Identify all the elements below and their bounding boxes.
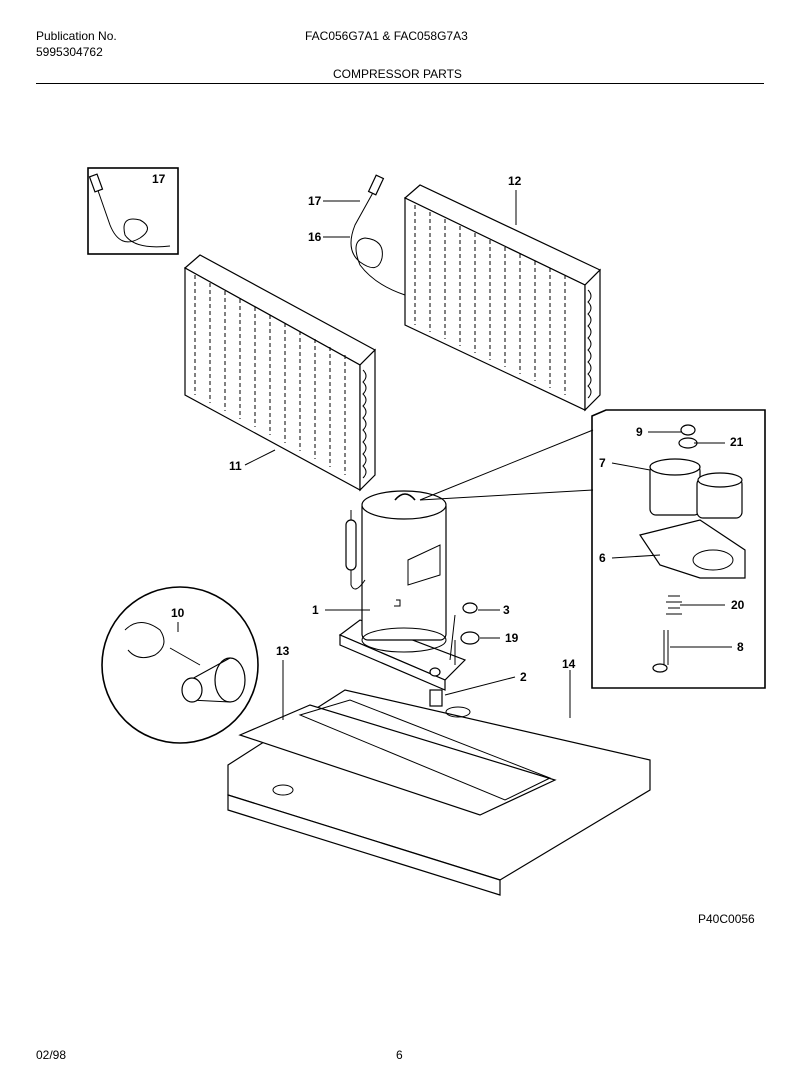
callout-14: 14 [562, 657, 576, 671]
callout-labels: 17 17 16 12 11 9 21 7 6 1 3 19 20 8 10 1… [152, 172, 745, 684]
callout-6: 6 [599, 551, 606, 565]
model-numbers: FAC056G7A1 & FAC058G7A3 [305, 29, 468, 43]
callout-16: 16 [308, 230, 322, 244]
footer-date: 02/98 [36, 1048, 67, 1062]
diagram-code: P40C0056 [698, 912, 755, 926]
inset-circle-detail [101, 586, 259, 744]
callout-11: 11 [229, 459, 242, 473]
callout-17: 17 [308, 194, 322, 208]
coil-left [183, 254, 376, 492]
callout-19: 19 [505, 631, 519, 645]
callout-10: 10 [171, 606, 185, 620]
callout-2: 2 [520, 670, 527, 684]
section-title: COMPRESSOR PARTS [333, 67, 462, 81]
callout-7: 7 [599, 456, 606, 470]
inset-capillary-box [87, 167, 179, 255]
callout-12: 12 [508, 174, 522, 188]
publication-label: Publication No. [36, 29, 117, 43]
page-number: 6 [396, 1048, 403, 1062]
callout-1: 1 [312, 603, 319, 617]
publication-number: 5995304762 [36, 45, 103, 59]
callout-9: 9 [636, 425, 643, 439]
header-rule [36, 83, 764, 84]
capillary-tube [350, 174, 406, 296]
callout-20: 20 [731, 598, 745, 612]
callout-3: 3 [503, 603, 510, 617]
callout-13: 13 [276, 644, 290, 658]
callout-8: 8 [737, 640, 744, 654]
base-pan [227, 689, 651, 896]
callout-21: 21 [730, 435, 744, 449]
callout-17-inset: 17 [152, 172, 166, 186]
compressor [338, 490, 467, 691]
leader-lines [177, 190, 732, 720]
grommet-parts [429, 602, 480, 677]
inset-terminal-box [591, 409, 766, 689]
coil-right [403, 184, 602, 412]
